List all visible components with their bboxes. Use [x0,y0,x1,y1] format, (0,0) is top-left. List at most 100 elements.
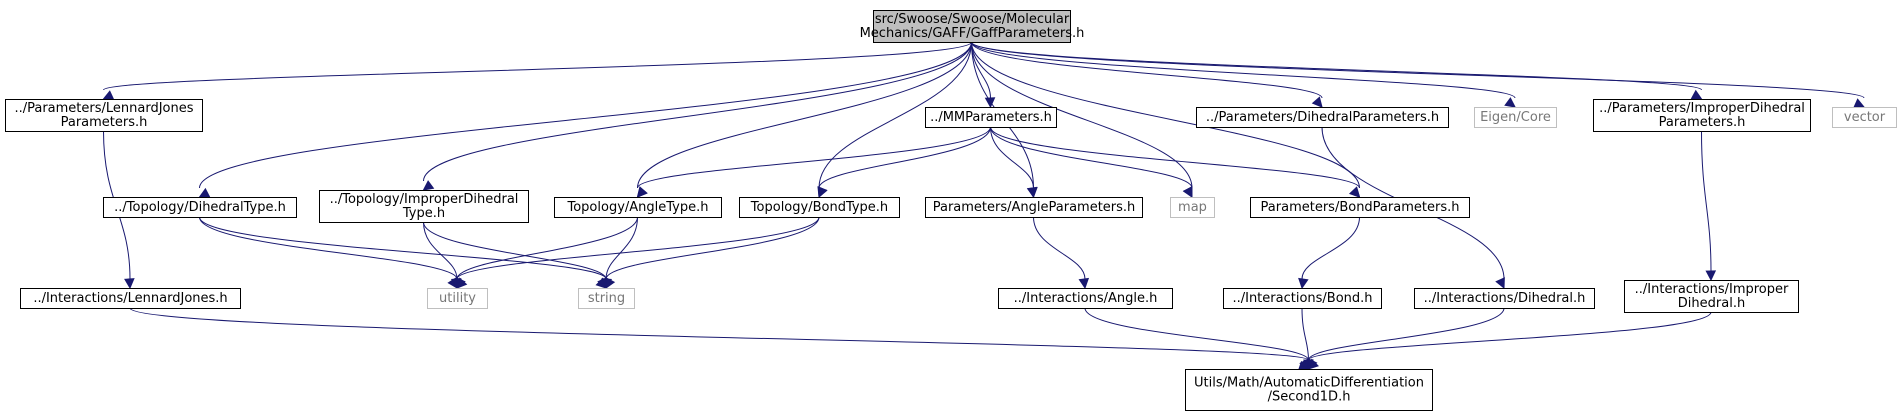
node-box [20,288,241,309]
node-improper_inter[interactable]: ../Interactions/ImproperDihedral.h [1624,280,1799,313]
edge-root-to-eigen_core [971,41,1516,108]
arrow-head [1504,97,1516,108]
edge-line [971,41,1702,91]
arrow-head [1298,277,1309,290]
arrow-head [636,186,648,198]
edge-mm_params-to-map [990,126,1193,198]
node-angle_params[interactable]: Parameters/AngleParameters.h [925,197,1143,218]
arrow-head [102,90,115,100]
node-box [1414,288,1595,309]
edge-mm_params-to-bond_type [817,126,991,199]
node-second1d[interactable]: Utils/Math/AutomaticDifferentiation/Seco… [1185,369,1433,411]
node-box [1832,107,1897,128]
node-bond_type[interactable]: Topology/BondType.h [739,197,900,218]
nodes-layer: src/Swoose/Swoose/MolecularMechanics/GAF… [5,10,1897,411]
edge-line [990,126,1193,189]
edge-root-to-lj_params [102,41,972,100]
node-label-line: ../Interactions/Dihedral.h [1424,291,1586,306]
node-angle_type[interactable]: Topology/AngleType.h [554,197,722,218]
node-box [1250,197,1470,218]
node-label-line: src/Swoose/Swoose/Molecular [875,12,1070,27]
edge-angle_type-to-utility [456,216,638,290]
arrow-head [605,277,616,289]
edge-line [605,216,638,280]
arrow-head [456,277,468,289]
node-bond_params[interactable]: Parameters/BondParameters.h [1250,197,1470,218]
node-label-line: ../Interactions/Bond.h [1232,291,1372,306]
edge-line [971,41,1516,99]
edge-dihedral_inter-to-second1d [1307,307,1505,371]
edge-line [1308,311,1712,361]
node-mm_params[interactable]: ../MMParameters.h [925,107,1057,128]
node-label-line: utility [439,291,476,306]
edge-line [199,216,607,280]
node-label-line: Parameters/AngleParameters.h [933,200,1136,215]
arrow-head [1705,270,1717,282]
node-improper_params[interactable]: ../Parameters/ImproperDihedralParameters… [1593,99,1811,132]
node-label-line: ../Parameters/LennardJones [14,101,193,116]
edge-line [637,126,991,189]
node-dihedral_params[interactable]: ../Parameters/DihedralParameters.h [1196,107,1449,128]
edge-bond_params-to-bond_inter [1298,216,1360,290]
node-box [1196,107,1449,128]
arrow-head [198,187,211,198]
arrow-head [984,97,996,109]
arrow-head [124,278,135,290]
node-label-line: vector [1844,110,1886,125]
node-box [739,197,900,218]
node-box [1185,369,1433,411]
arrow-head [1307,358,1319,370]
node-label-line: ../Topology/DihedralType.h [114,200,286,215]
edge-line [605,216,820,280]
node-angle_inter[interactable]: ../Interactions/Angle.h [998,288,1173,309]
arrow-head [1182,186,1193,198]
node-box [1624,280,1799,313]
edge-line [637,41,972,189]
node-box [998,288,1173,309]
node-label-line: Topology/AngleType.h [566,200,708,215]
node-vector[interactable]: vector [1832,107,1897,128]
node-label-line: Eigen/Core [1480,110,1551,125]
node-box [5,99,203,132]
node-map[interactable]: map [1170,197,1215,218]
edge-line [1301,307,1309,361]
edge-lj_inter-to-second1d [129,307,1310,371]
node-root[interactable]: src/Swoose/Swoose/MolecularMechanics/GAF… [860,10,1085,43]
node-box [1474,107,1557,128]
edge-line [990,126,1034,189]
node-label-line: Mechanics/GAFF/GaffParameters.h [860,26,1085,41]
edge-line [199,216,458,280]
edge-angle_type-to-string [601,216,638,290]
edge-line [423,41,972,182]
arrow-head [1853,98,1866,108]
edge-bond_type-to-string [605,216,820,289]
node-box [1170,197,1215,218]
node-dihedral_type[interactable]: ../Topology/DihedralType.h [103,197,297,218]
node-label-line: ../Topology/ImproperDihedral [330,192,519,207]
node-dihedral_inter[interactable]: ../Interactions/Dihedral.h [1414,288,1595,309]
node-eigen_core[interactable]: Eigen/Core [1474,107,1557,128]
edge-line [456,216,820,280]
node-label-line: Utils/Math/AutomaticDifferentiation [1194,376,1424,391]
node-label-line: Parameters/BondParameters.h [1261,200,1460,215]
arrow-head [1349,186,1361,198]
edge-root-to-dihedral_type [198,41,972,198]
edge-angle_inter-to-second1d [1084,307,1310,370]
node-box [925,107,1057,128]
node-label-line: /Second1D.h [1268,390,1351,405]
node-string[interactable]: string [578,288,635,309]
node-box [319,190,529,223]
node-utility[interactable]: utility [427,288,488,309]
node-lj_inter[interactable]: ../Interactions/LennardJones.h [20,288,241,309]
node-box [103,197,297,218]
edge-mm_params-to-angle_type [636,126,991,198]
node-bond_inter[interactable]: ../Interactions/Bond.h [1223,288,1382,309]
edge-line [818,41,972,189]
node-box [554,197,722,218]
edge-line [990,126,1360,189]
node-label-line: map [1178,200,1207,215]
node-box [578,288,635,309]
node-box [873,10,1071,43]
